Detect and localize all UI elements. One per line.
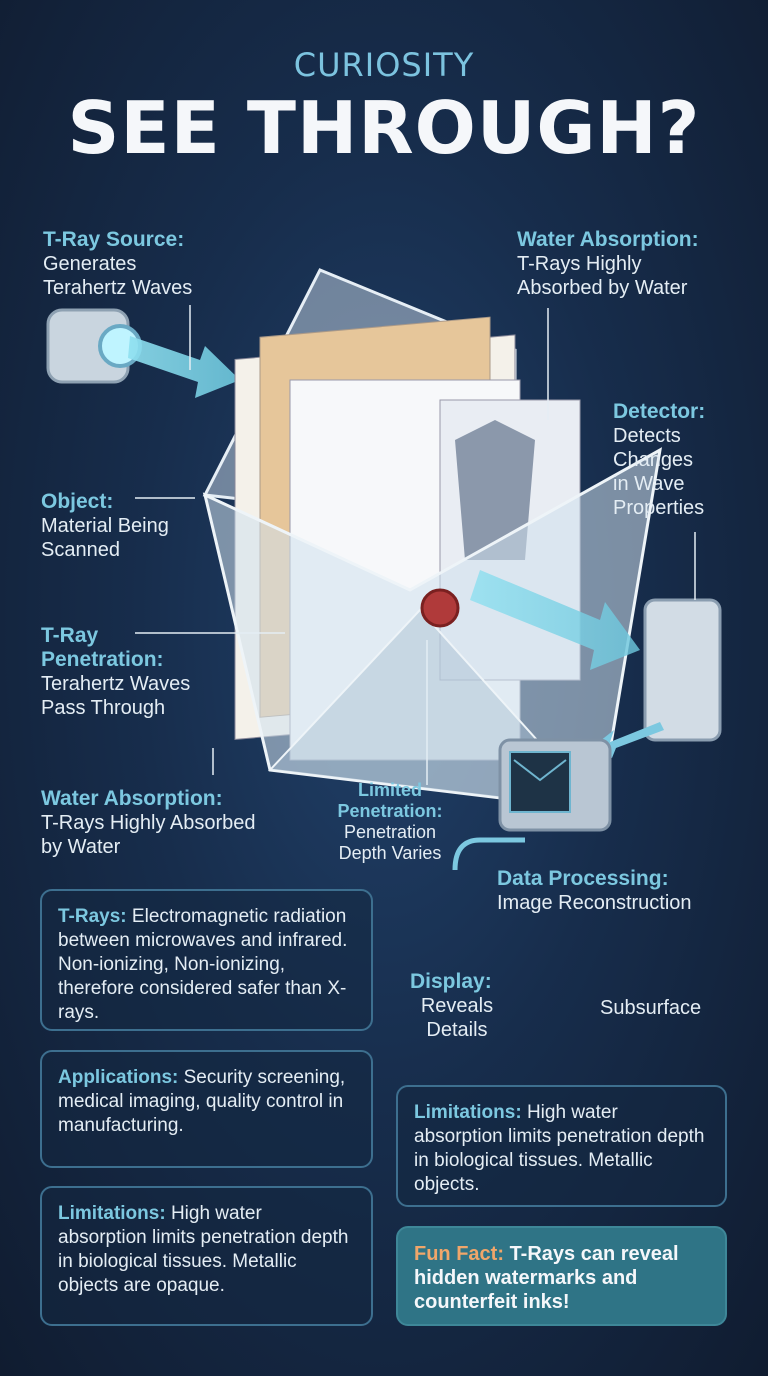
page-title: SEE THROUGH? (67, 86, 701, 170)
tray-source-icon (46, 308, 142, 384)
beam-arrow-out (470, 570, 640, 670)
label-subsurface: Subsurface (600, 997, 702, 1019)
arrow-to-display (452, 837, 525, 870)
kicker: CURIOSITY (293, 46, 475, 84)
card-fun-fact: Fun Fact: T-Rays can reveal hidden water… (396, 1226, 727, 1326)
card-applications: Applications: Security screening, medica… (40, 1050, 373, 1168)
beam-arrow (128, 336, 240, 398)
card-trays: T-Rays: Electromagnetic radiation betwee… (40, 889, 373, 1031)
card-limitations-left: Limitations: High water absorption limit… (40, 1186, 373, 1326)
detector-icon (643, 598, 722, 742)
envelope-icon (202, 268, 662, 812)
card-limitations-right: Limitations: High water absorption limit… (396, 1085, 727, 1207)
label-data-processing: Data Processing:Image Reconstruction (497, 867, 692, 914)
processor-icon (498, 738, 612, 832)
illustration (46, 268, 722, 870)
wax-seal-icon (420, 588, 460, 628)
arrow-to-processor (595, 722, 664, 758)
pointer-arrows (135, 305, 696, 785)
